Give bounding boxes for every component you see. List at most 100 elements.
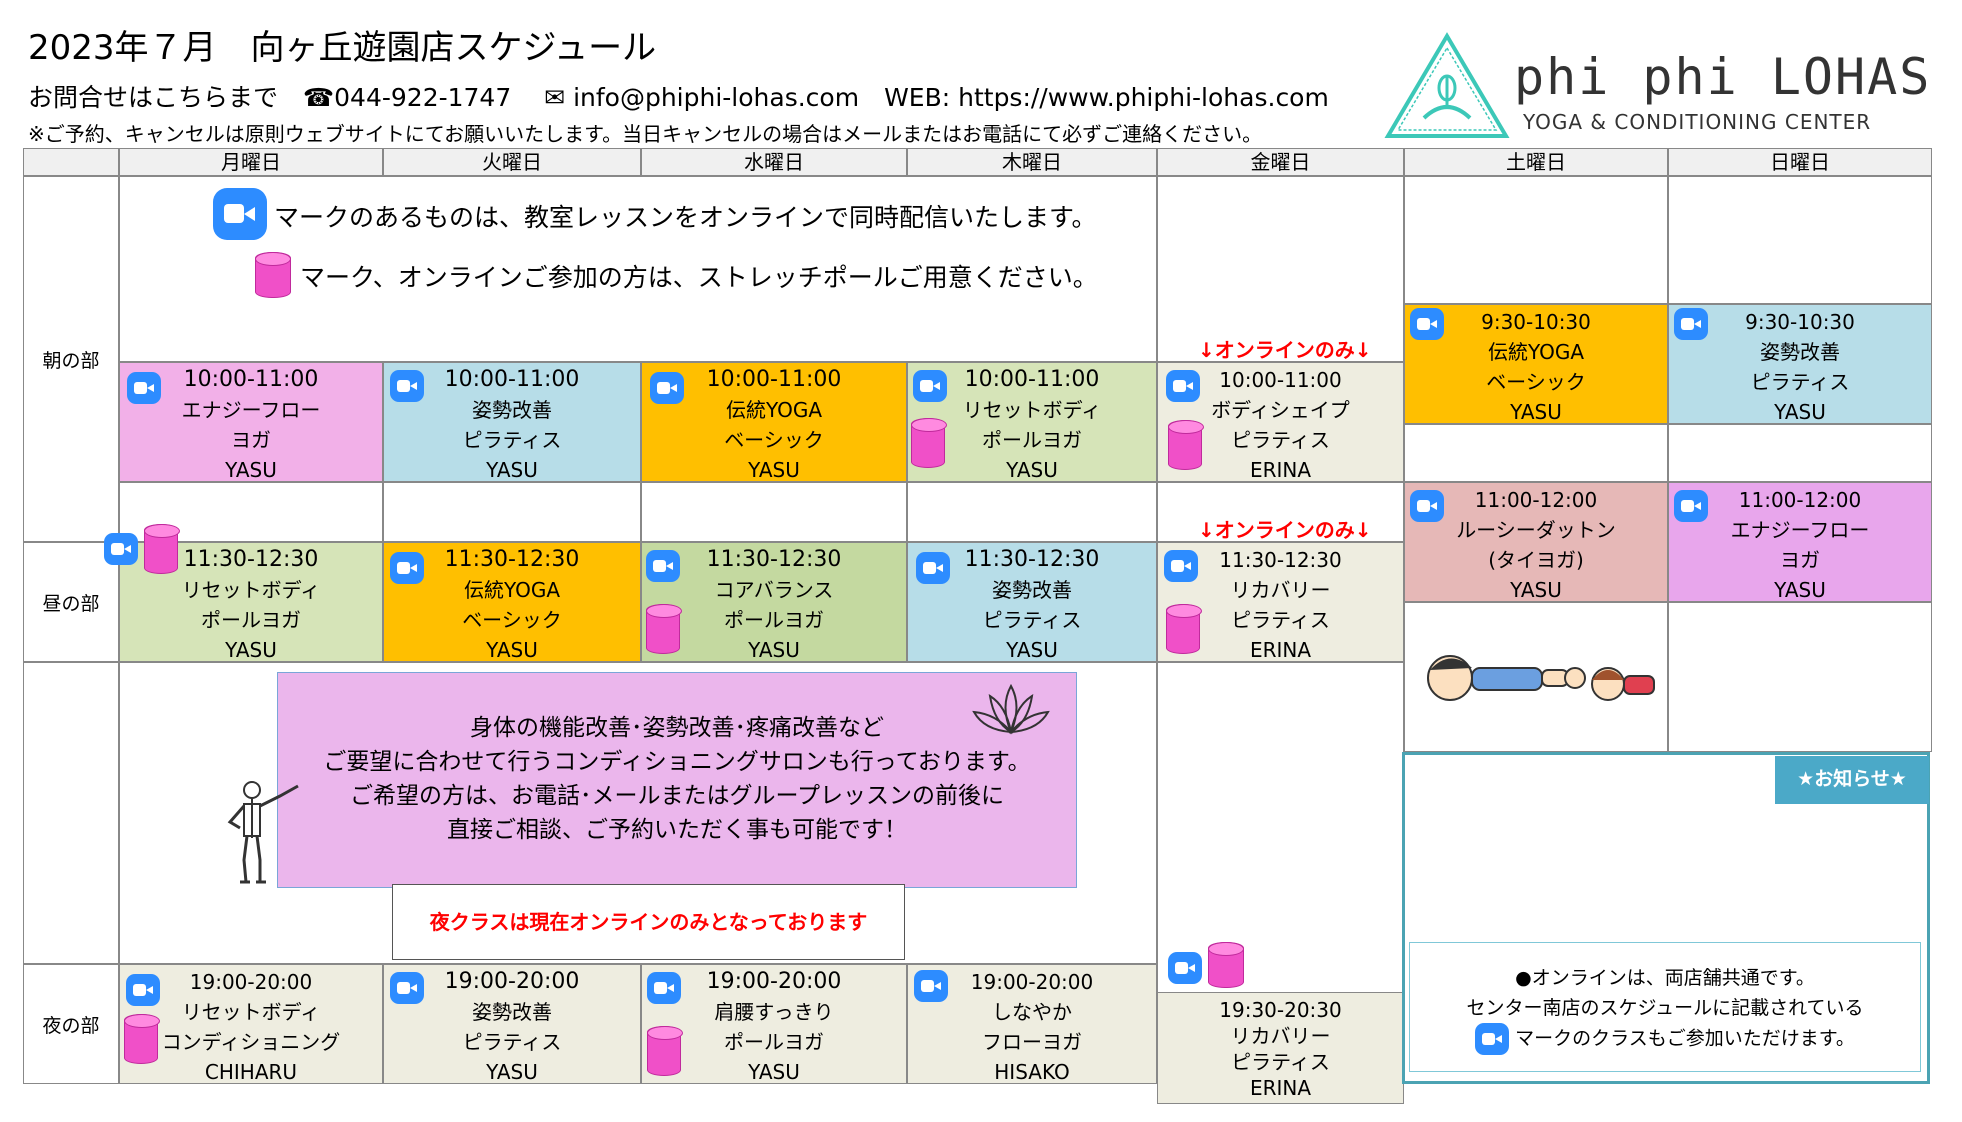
empty-cell (1157, 662, 1404, 992)
class-wed-morning[interactable]: 10:00-11:00 伝統YOGA ベーシック YASU (641, 362, 907, 482)
class-wed-noon[interactable]: 11:30-12:30 コアバランス ポールヨガ YASU (641, 542, 907, 662)
stretch-pole-icon (124, 1014, 160, 1064)
class-time: 19:00-20:00 (444, 969, 580, 994)
class-name-sub: ピラティス (982, 608, 1082, 632)
news-line: ●オンラインは、両店舗共通です。 (1515, 967, 1815, 989)
class-fri-night[interactable]: 19:30-20:30 リカバリー ピラティス ERINA (1157, 992, 1404, 1104)
salon-line: 身体の機能改善･姿勢改善･疼痛改善など (470, 715, 884, 741)
class-tue-night[interactable]: 19:00-20:00 姿勢改善 ピラティス YASU (383, 964, 641, 1084)
header-day-thu: 木曜日 (907, 148, 1157, 176)
lotus-icon (972, 683, 1050, 735)
class-sat-noon[interactable]: 11:00-12:00 ルーシーダットン (タイヨガ) YASU (1404, 482, 1668, 602)
class-name-sub: ポールヨガ (724, 1030, 824, 1054)
stretch-pole-icon (255, 252, 291, 298)
class-tue-morning[interactable]: 10:00-11:00 姿勢改善 ピラティス YASU (383, 362, 641, 482)
class-name: エナジーフロー (181, 398, 321, 422)
reservation-notice: ※ご予約、キャンセルは原則ウェブサイトにてお願いいたします。当日キャンセルの場合… (28, 122, 1263, 146)
zoom-icon (1674, 490, 1708, 522)
class-time: 19:00-20:00 (970, 970, 1094, 994)
zoom-icon (127, 372, 161, 404)
class-name: リセットボディ (962, 398, 1102, 422)
zoom-icon (647, 972, 681, 1004)
class-name-sub: ベーシック (462, 608, 562, 632)
class-time: 10:00-11:00 (183, 367, 319, 392)
class-name-sub: ヨガ (231, 428, 271, 452)
class-time: 10:00-11:00 (706, 367, 842, 392)
class-name-sub: ピラティス (1231, 1050, 1330, 1074)
class-sun-noon[interactable]: 11:00-12:00 エナジーフロー ヨガ YASU (1668, 482, 1932, 602)
class-time: 10:00-11:00 (964, 367, 1100, 392)
zoom-icon (1475, 1023, 1510, 1055)
class-name-sub: フローヨガ (982, 1030, 1082, 1054)
class-fri-noon[interactable]: 11:30-12:30 リカバリー ピラティス ERINA (1157, 542, 1404, 662)
class-name: 伝統YOGA (1487, 340, 1585, 364)
class-name-sub: ベーシック (1486, 370, 1586, 394)
class-teacher: YASU (1006, 638, 1058, 662)
class-thu-night[interactable]: 19:00-20:00 しなやか フローヨガ HISAKO (907, 964, 1157, 1084)
class-wed-night[interactable]: 19:00-20:00 肩腰すっきり ポールヨガ YASU (641, 964, 907, 1084)
class-teacher: ERINA (1249, 638, 1312, 662)
class-mon-night[interactable]: 19:00-20:00 リセットボディ コンディショニング CHIHARU (119, 964, 383, 1084)
class-tue-noon[interactable]: 11:30-12:30 伝統YOGA ベーシック YASU (383, 542, 641, 662)
class-time: 11:30-12:30 (706, 547, 842, 572)
class-name: リセットボディ (181, 578, 321, 602)
zoom-icon (1168, 952, 1202, 984)
class-time: 9:30-10:30 (1481, 310, 1591, 334)
zoom-icon (390, 552, 424, 584)
class-time: 10:00-11:00 (1219, 368, 1342, 392)
empty-cell (1668, 602, 1932, 752)
empty-cell (641, 482, 907, 542)
zoom-icon (104, 533, 138, 565)
class-name: 姿勢改善 (472, 1000, 552, 1024)
night-class-note: 夜クラスは現在オンラインのみとなっております (392, 884, 905, 960)
stretch-pole-icon (1166, 604, 1202, 654)
class-name-sub: (タイヨガ) (1488, 548, 1584, 572)
period-morning: 朝の部 (23, 176, 119, 542)
period-spacer (23, 662, 119, 964)
zoom-icon (126, 974, 160, 1006)
class-time: 11:00-12:00 (1474, 488, 1598, 512)
class-teacher: YASU (486, 1060, 538, 1084)
class-teacher: YASU (486, 638, 538, 662)
period-night: 夜の部 (23, 964, 119, 1084)
class-name-sub: ポールヨガ (724, 608, 824, 632)
class-teacher: YASU (748, 458, 800, 482)
zoom-icon (650, 372, 684, 404)
class-name-sub: ポールヨガ (201, 608, 301, 632)
empty-cell (383, 482, 641, 542)
stretch-pole-icon (1168, 420, 1204, 470)
zoom-icon (1674, 308, 1708, 340)
header-day-sun: 日曜日 (1668, 148, 1932, 176)
class-teacher: YASU (748, 638, 800, 662)
mannequin-figure-icon (227, 781, 299, 884)
class-sun-morning[interactable]: 9:30-10:30 姿勢改善 ピラティス YASU (1668, 304, 1932, 424)
class-mon-morning[interactable]: 10:00-11:00 エナジーフロー ヨガ YASU (119, 362, 383, 482)
header-day-tue: 火曜日 (383, 148, 641, 176)
class-teacher: ERINA (1249, 458, 1312, 482)
class-name-sub: ベーシック (724, 428, 824, 452)
salon-line: 直接ご相談、ご予約いただく事も可能です！ (447, 817, 907, 843)
class-name: 伝統YOGA (463, 578, 561, 602)
class-thu-morning[interactable]: 10:00-11:00 リセットボディ ポールヨガ YASU (907, 362, 1157, 482)
class-teacher: YASU (1510, 578, 1562, 602)
legend-area (119, 176, 1157, 362)
zoom-icon (913, 370, 947, 402)
zoom-icon (213, 188, 267, 240)
class-name-sub: ピラティス (1231, 428, 1330, 452)
class-name: 肩腰すっきり (714, 1000, 834, 1024)
zoom-icon (1410, 490, 1444, 522)
online-only-label-noon: ↓オンラインのみ↓ (1198, 518, 1372, 542)
header-corner (23, 148, 119, 176)
class-time: 9:30-10:30 (1745, 310, 1855, 334)
brand-name: phi phi LOHAS (1514, 48, 1932, 106)
header-day-mon: 月曜日 (119, 148, 383, 176)
stretch-pole-icon (647, 1026, 683, 1076)
page-title: 2023年７月 向ヶ丘遊園店スケジュール (28, 28, 657, 68)
zoom-icon (646, 550, 680, 582)
class-name: コアバランス (714, 578, 834, 602)
class-name-sub: ピラティス (462, 1030, 562, 1054)
header-day-fri: 金曜日 (1157, 148, 1404, 176)
class-time: 11:30-12:30 (1219, 548, 1342, 572)
period-noon: 昼の部 (23, 542, 119, 662)
class-sat-morning[interactable]: 9:30-10:30 伝統YOGA ベーシック YASU (1404, 304, 1668, 424)
